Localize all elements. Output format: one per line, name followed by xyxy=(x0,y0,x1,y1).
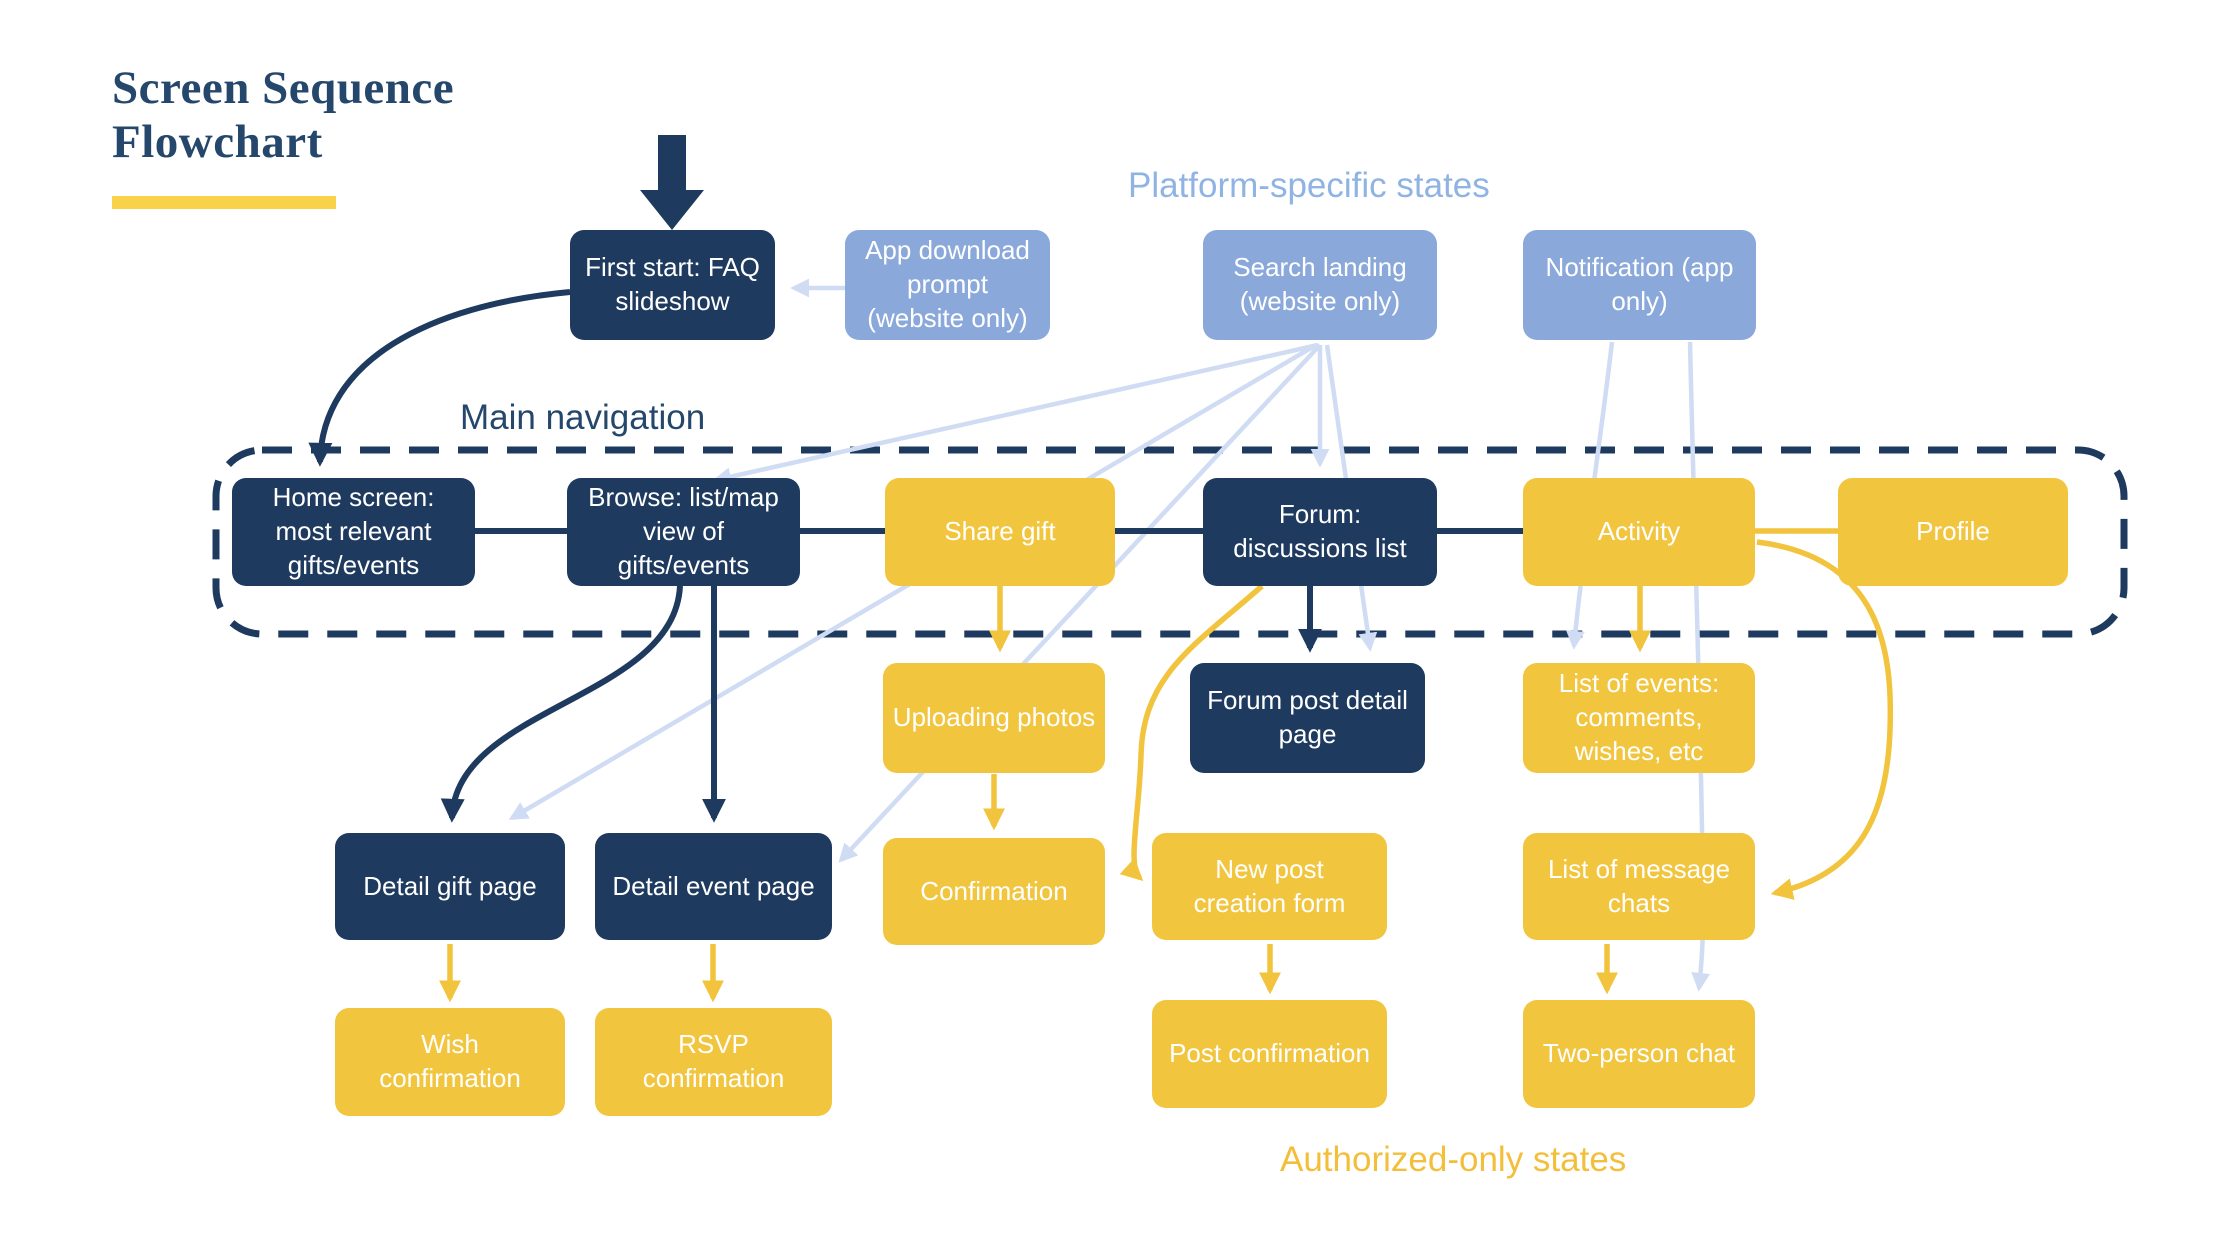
node-home-screen: Home screen: most relevant gifts/events xyxy=(232,478,475,586)
node-rsvp-confirmation: RSVP confirmation xyxy=(595,1008,832,1116)
node-first-start-faq: First start: FAQ slideshow xyxy=(570,230,775,340)
node-list-of-message-chats: List of message chats xyxy=(1523,833,1755,940)
node-app-download-prompt: App download prompt (website only) xyxy=(845,230,1050,340)
node-forum: Forum: discussions list xyxy=(1203,478,1437,586)
page-title-line1: Screen Sequence xyxy=(112,62,455,114)
node-two-person-chat: Two-person chat xyxy=(1523,1000,1755,1108)
main-navigation-outline xyxy=(212,446,2128,638)
node-profile: Profile xyxy=(1838,478,2068,586)
node-wish-confirmation: Wish confirmation xyxy=(335,1008,565,1116)
authorized-states-label: Authorized-only states xyxy=(1280,1140,1627,1179)
main-arrows xyxy=(308,289,1523,823)
page-title-line2: Flowchart xyxy=(112,115,323,168)
node-share-gift: Share gift xyxy=(885,478,1115,586)
arrow-forum-to-new-post xyxy=(1119,583,1264,881)
page-title: Screen Sequence Flowchart xyxy=(112,62,454,169)
arrow-search-to-browse xyxy=(712,342,1319,486)
start-arrow-icon xyxy=(640,135,704,230)
arrow-faq-to-home xyxy=(308,289,571,467)
arrow-search-to-detail-event xyxy=(838,343,1322,863)
node-notification: Notification (app only) xyxy=(1523,230,1756,340)
node-search-landing: Search landing (website only) xyxy=(1203,230,1437,340)
arrow-browse-to-detail-gift xyxy=(440,585,683,823)
arrow-notification-to-two-person-chat xyxy=(1687,341,1711,992)
title-underline xyxy=(112,196,336,209)
node-browse: Browse: list/map view of gifts/events xyxy=(567,478,800,586)
platform-states-label: Platform-specific states xyxy=(1128,166,1490,205)
node-new-post-creation-form: New post creation form xyxy=(1152,833,1387,940)
node-post-confirmation: Post confirmation xyxy=(1152,1000,1387,1108)
node-list-of-events: List of events: comments, wishes, etc xyxy=(1523,663,1755,773)
main-navigation-label: Main navigation xyxy=(460,398,706,437)
node-activity: Activity xyxy=(1523,478,1755,586)
arrow-activity-to-list-chats xyxy=(1756,539,1894,900)
node-forum-post-detail: Forum post detail page xyxy=(1190,663,1425,773)
node-detail-event-page: Detail event page xyxy=(595,833,832,940)
node-uploading-photos: Uploading photos xyxy=(883,663,1105,773)
node-confirmation: Confirmation xyxy=(883,838,1105,945)
node-detail-gift-page: Detail gift page xyxy=(335,833,565,940)
